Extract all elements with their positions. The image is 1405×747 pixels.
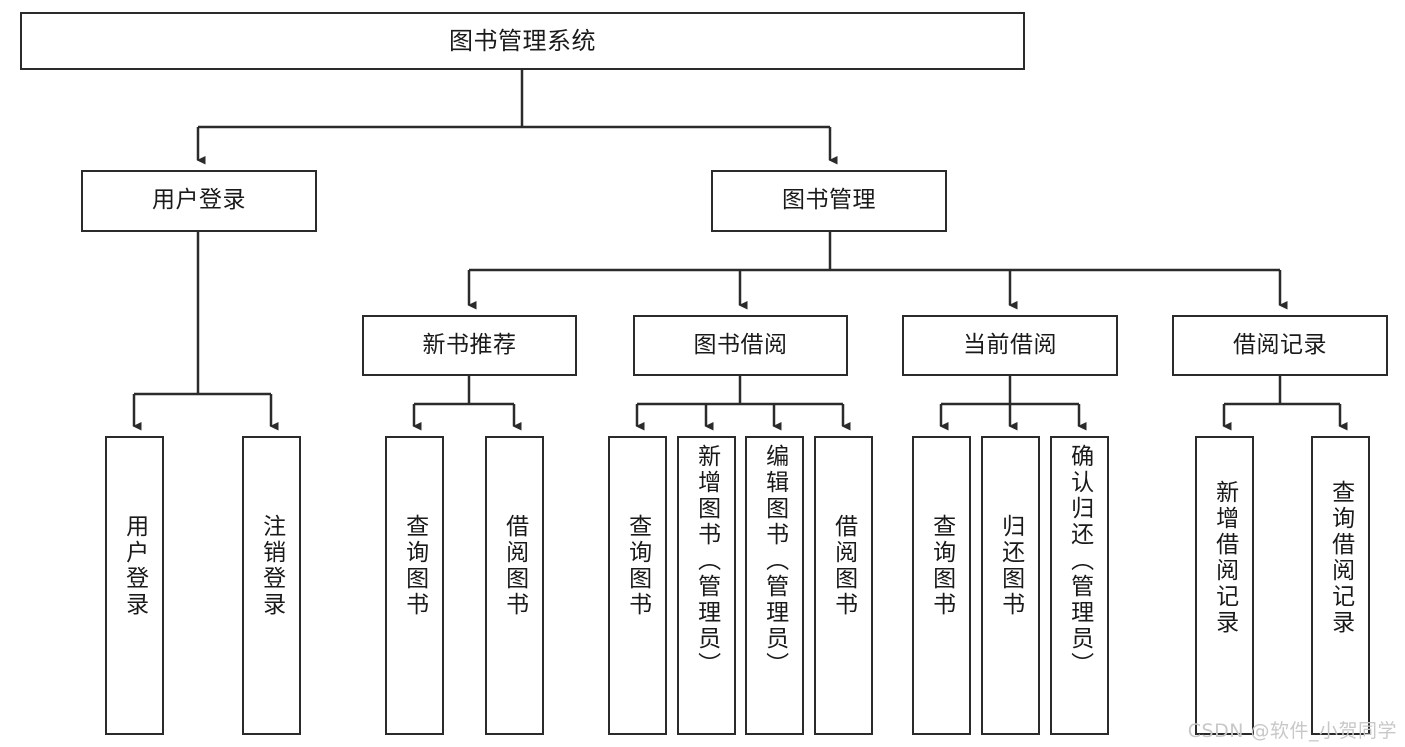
- node-book-borrow[interactable]: 图书借阅: [633, 315, 848, 376]
- watermark-text: CSDN @软件_小贺同学: [1187, 720, 1397, 742]
- node-label: 借阅图书: [501, 514, 528, 618]
- node-label: 查询图书: [624, 514, 651, 618]
- node-label: 查询图书: [928, 514, 955, 618]
- node-borrow-record[interactable]: 借阅记录: [1172, 315, 1388, 376]
- node-label: 编辑图书（管理员）: [761, 444, 788, 678]
- node-label: 借阅记录: [1233, 331, 1327, 358]
- leaf-record-query-record[interactable]: 查询借阅记录: [1311, 436, 1370, 735]
- leaf-borrow-borrow-book[interactable]: 借阅图书: [814, 436, 873, 735]
- node-label: 用户登录: [152, 187, 246, 214]
- leaf-record-add-record[interactable]: 新增借阅记录: [1195, 436, 1254, 735]
- node-label: 注销登录: [258, 514, 285, 618]
- leaf-current-return-book[interactable]: 归还图书: [981, 436, 1040, 735]
- leaf-new-book-query[interactable]: 查询图书: [385, 436, 444, 735]
- node-new-book-recommend[interactable]: 新书推荐: [362, 315, 577, 376]
- node-label: 用户登录: [121, 514, 148, 618]
- node-root-system[interactable]: 图书管理系统: [20, 12, 1025, 70]
- node-label: 查询借阅记录: [1327, 480, 1354, 636]
- node-label: 查询图书: [401, 514, 428, 618]
- leaf-current-query-book[interactable]: 查询图书: [912, 436, 971, 735]
- leaf-current-confirm-return-admin[interactable]: 确认归还（管理员）: [1050, 436, 1109, 735]
- leaf-borrow-add-book-admin[interactable]: 新增图书（管理员）: [677, 436, 736, 735]
- node-label: 新书推荐: [422, 331, 517, 358]
- node-label: 当前借阅: [963, 331, 1057, 358]
- leaf-borrow-edit-book-admin[interactable]: 编辑图书（管理员）: [745, 436, 804, 735]
- leaf-new-book-borrow[interactable]: 借阅图书: [485, 436, 544, 735]
- node-label: 归还图书: [997, 514, 1024, 618]
- leaf-user-login-logout[interactable]: 注销登录: [242, 436, 301, 735]
- node-label: 新增借阅记录: [1211, 480, 1238, 636]
- node-label: 新增图书（管理员）: [693, 444, 720, 678]
- node-label: 借阅图书: [830, 514, 857, 618]
- node-user-login[interactable]: 用户登录: [81, 170, 317, 232]
- node-label: 确认归还（管理员）: [1066, 444, 1093, 678]
- leaf-borrow-query-book[interactable]: 查询图书: [608, 436, 667, 735]
- node-book-management[interactable]: 图书管理: [711, 170, 947, 232]
- node-current-borrow[interactable]: 当前借阅: [902, 315, 1118, 376]
- node-label: 图书管理系统: [449, 26, 596, 55]
- node-label: 图书借阅: [693, 331, 788, 358]
- node-label: 图书管理: [782, 187, 876, 214]
- leaf-user-login-login[interactable]: 用户登录: [105, 436, 164, 735]
